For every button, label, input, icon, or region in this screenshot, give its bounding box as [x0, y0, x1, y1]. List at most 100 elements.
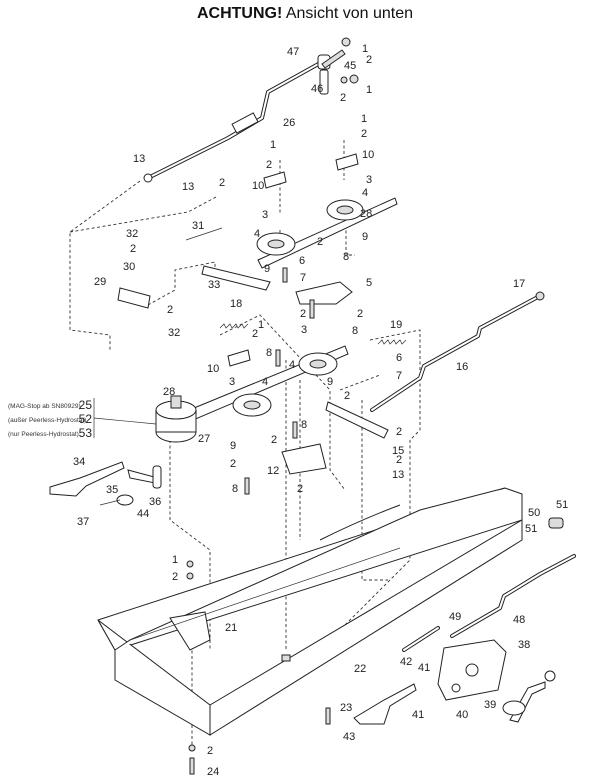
part-label-3: 3 — [301, 324, 307, 336]
variant-note: (nur Peerless-Hydrostat) — [8, 431, 79, 438]
part-brackets — [117, 153, 389, 475]
part-label-31: 31 — [192, 220, 204, 232]
part-label-47: 47 — [287, 46, 299, 58]
part-label-3: 3 — [262, 209, 268, 221]
part-label-9: 9 — [264, 263, 270, 275]
part-pedal-right — [353, 683, 417, 725]
part-label-10: 10 — [362, 149, 374, 161]
part-label-1: 1 — [362, 43, 368, 55]
part-label-19: 19 — [390, 319, 402, 331]
part-label-2: 2 — [340, 92, 346, 104]
part-label-38: 38 — [518, 639, 530, 651]
part-fasteners — [186, 267, 331, 775]
part-label-2: 2 — [297, 483, 303, 495]
title-text: Ansicht von unten — [282, 5, 414, 22]
part-label-42: 42 — [400, 656, 412, 668]
part-label-5: 5 — [366, 277, 372, 289]
part-label-4: 4 — [289, 359, 295, 371]
part-label-10: 10 — [252, 180, 264, 192]
part-pedal-left — [49, 461, 162, 506]
part-label-6: 6 — [396, 352, 402, 364]
part-label-15: 15 — [392, 445, 404, 457]
part-label-21: 21 — [225, 622, 237, 634]
part-label-7: 7 — [396, 370, 402, 382]
part-label-9: 9 — [362, 231, 368, 243]
part-label-2: 2 — [266, 159, 272, 171]
part-label-39: 39 — [484, 699, 496, 711]
part-label-28: 28 — [163, 386, 175, 398]
part-label-8: 8 — [301, 419, 307, 431]
part-label-10: 10 — [207, 363, 219, 375]
part-label-4: 4 — [362, 187, 368, 199]
part-label-8: 8 — [266, 347, 272, 359]
part-label-41: 41 — [418, 662, 430, 674]
part-label-2: 2 — [361, 128, 367, 140]
part-label-24: 24 — [207, 766, 219, 778]
part-label-4: 4 — [254, 228, 260, 240]
part-label-2: 2 — [300, 308, 306, 320]
part-frame — [97, 487, 523, 736]
part-label-6: 6 — [299, 255, 305, 267]
part-hydrostat — [402, 517, 576, 723]
variant-part-number: 52 — [79, 412, 93, 426]
variant-notes: (MAG-Stop ab SN80929)25(außer Peerless-H… — [8, 398, 92, 440]
part-label-9: 9 — [327, 376, 333, 388]
part-label-35: 35 — [106, 484, 118, 496]
part-label-2: 2 — [130, 243, 136, 255]
part-label-2: 2 — [172, 571, 178, 583]
page-title: ACHTUNG! Ansicht von unten — [0, 5, 610, 23]
part-label-33: 33 — [208, 279, 220, 291]
part-label-40: 40 — [456, 709, 468, 721]
part-label-12: 12 — [267, 465, 279, 477]
part-label-2: 2 — [396, 426, 402, 438]
part-label-32: 32 — [168, 327, 180, 339]
part-label-3: 3 — [366, 174, 372, 186]
part-label-1: 1 — [172, 554, 178, 566]
part-label-30: 30 — [123, 261, 135, 273]
part-label-28: 28 — [360, 208, 372, 220]
part-label-13: 13 — [392, 469, 404, 481]
part-label-3: 3 — [229, 376, 235, 388]
part-label-32: 32 — [126, 228, 138, 240]
part-label-1: 1 — [366, 84, 372, 96]
part-label-2: 2 — [366, 54, 372, 66]
part-label-43: 43 — [343, 731, 355, 743]
part-label-26: 26 — [283, 117, 295, 129]
part-label-50: 50 — [528, 507, 540, 519]
part-label-29: 29 — [94, 276, 106, 288]
part-label-23: 23 — [340, 702, 352, 714]
part-label-37: 37 — [77, 516, 89, 528]
part-label-51: 51 — [525, 523, 537, 535]
part-label-22: 22 — [354, 663, 366, 675]
part-label-2: 2 — [271, 434, 277, 446]
part-springs — [185, 227, 407, 345]
part-label-1: 1 — [258, 319, 264, 331]
part-label-41: 41 — [412, 709, 424, 721]
part-label-51: 51 — [556, 499, 568, 511]
part-label-36: 36 — [149, 496, 161, 508]
part-label-27: 27 — [198, 433, 210, 445]
title-warning: ACHTUNG! — [196, 5, 283, 22]
part-label-7: 7 — [300, 272, 306, 284]
part-label-13: 13 — [133, 153, 145, 165]
part-label-48: 48 — [513, 614, 525, 626]
part-label-4: 4 — [262, 376, 268, 388]
variant-note: (MAG-Stop ab SN80929) — [8, 403, 81, 410]
part-label-2: 2 — [219, 177, 225, 189]
part-label-44: 44 — [137, 508, 149, 520]
part-label-1: 1 — [270, 139, 276, 151]
part-label-16: 16 — [456, 361, 468, 373]
variant-bracket — [93, 398, 157, 438]
part-label-2: 2 — [207, 745, 213, 757]
part-label-34: 34 — [73, 456, 85, 468]
part-label-8: 8 — [232, 483, 238, 495]
part-label-13: 13 — [182, 181, 194, 193]
variant-part-number: 53 — [79, 426, 93, 440]
part-linkage-rod — [370, 291, 545, 412]
part-label-46: 46 — [311, 83, 323, 95]
part-pulleys-belts — [155, 197, 398, 443]
part-lever-rod — [143, 37, 359, 183]
part-label-1: 1 — [361, 113, 367, 125]
part-label-2: 2 — [396, 454, 402, 466]
